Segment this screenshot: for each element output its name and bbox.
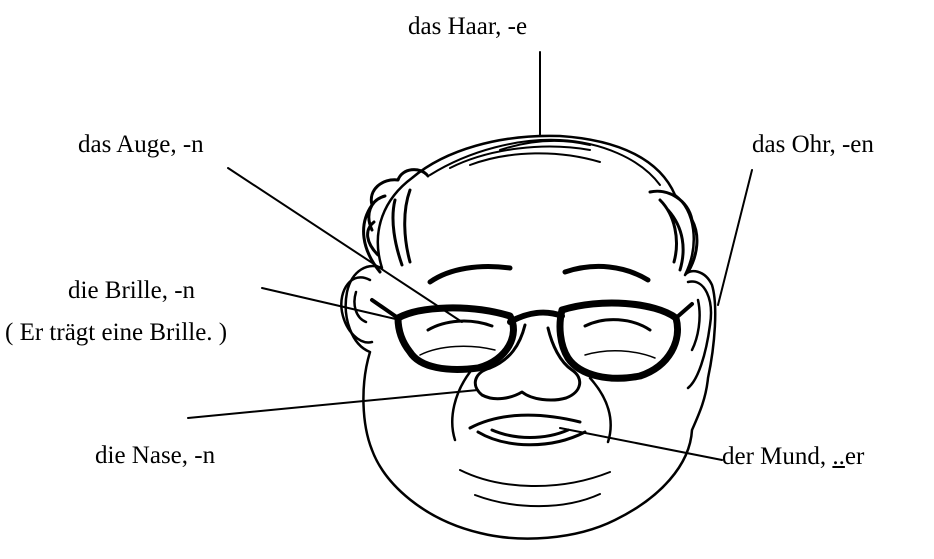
- right-eyebrow: [565, 266, 648, 280]
- label-ohr: das Ohr, -en: [752, 130, 874, 160]
- glasses-bridge: [510, 313, 562, 322]
- label-auge: das Auge, -n: [78, 130, 204, 160]
- label-mund-suffix: er: [845, 443, 864, 470]
- glasses-right-lens: [560, 303, 678, 378]
- right-eye-bag: [585, 351, 655, 358]
- pointer-mund: [560, 428, 722, 460]
- pointer-ohr: [718, 170, 752, 305]
- left-eye: [428, 321, 492, 330]
- right-eye: [585, 320, 650, 330]
- label-brille: die Brille, -n: [68, 276, 195, 306]
- right-ear: [688, 282, 711, 388]
- label-mund: der Mund, ..er: [722, 442, 864, 472]
- label-brille-note: ( Er trägt eine Brille. ): [5, 318, 227, 348]
- chin-folds: [460, 470, 610, 506]
- pointer-lines: [188, 52, 752, 460]
- left-eye-bag: [420, 346, 495, 355]
- hair-left: [364, 170, 428, 272]
- cheek-fold-left: [452, 372, 470, 440]
- label-haar: das Haar, -e: [408, 12, 527, 42]
- cheek-fold-right: [590, 378, 611, 442]
- pointer-nase: [188, 390, 478, 418]
- label-mund-umlaut: ..: [832, 443, 845, 470]
- label-mund-prefix: der Mund,: [722, 443, 832, 470]
- label-nase: die Nase, -n: [95, 441, 215, 471]
- hair-top: [430, 140, 660, 185]
- left-eyebrow: [430, 267, 510, 282]
